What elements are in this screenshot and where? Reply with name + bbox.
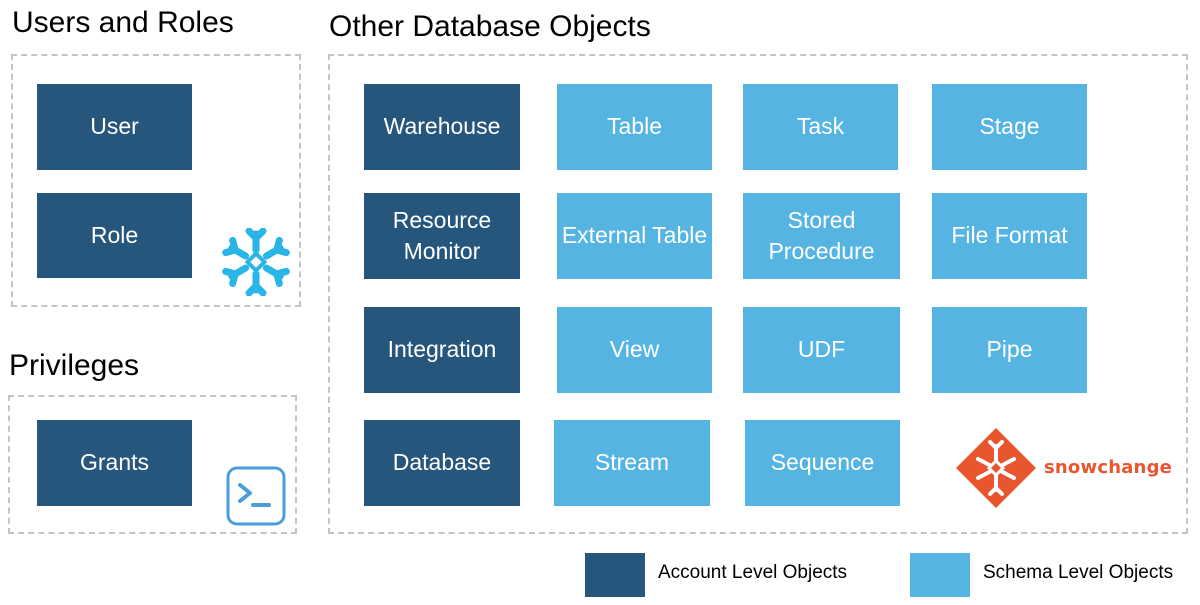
privileges-group: [8, 395, 297, 534]
view-tile: View: [557, 307, 712, 393]
external-table-tile: External Table: [557, 193, 712, 279]
snowchange-brand-text: snowchange: [1044, 457, 1173, 478]
privileges-title: Privileges: [9, 349, 140, 382]
table-tile: Table: [557, 84, 712, 170]
file-format-tile: File Format: [932, 193, 1087, 279]
task-tile: Task: [743, 84, 898, 170]
resource-monitor-tile: Resource Monitor: [364, 193, 520, 279]
integration-tile: Integration: [364, 307, 520, 393]
database-tile: Database: [364, 420, 520, 506]
snowflake-icon: [222, 228, 290, 296]
terminal-icon: [226, 466, 286, 526]
udf-tile: UDF: [743, 307, 900, 393]
grants-tile: Grants: [37, 420, 192, 506]
stored-procedure-tile: Stored Procedure: [743, 193, 900, 279]
pipe-tile: Pipe: [932, 307, 1087, 393]
users-roles-title: Users and Roles: [12, 6, 234, 39]
legend-account-label: Account Level Objects: [658, 562, 848, 583]
stream-tile: Stream: [554, 420, 710, 506]
sequence-tile: Sequence: [745, 420, 900, 506]
legend-schema-swatch: [910, 553, 970, 597]
warehouse-tile: Warehouse: [364, 84, 520, 170]
users-roles-group: [11, 54, 301, 307]
role-tile: Role: [37, 193, 192, 278]
user-tile: User: [37, 84, 192, 170]
stage-tile: Stage: [932, 84, 1087, 170]
legend-schema-label: Schema Level Objects: [983, 562, 1174, 583]
legend-account-swatch: [585, 553, 645, 597]
other-objects-title: Other Database Objects: [329, 10, 651, 43]
snowchange-logo-icon: [956, 428, 1036, 508]
other-objects-group: [328, 54, 1188, 534]
